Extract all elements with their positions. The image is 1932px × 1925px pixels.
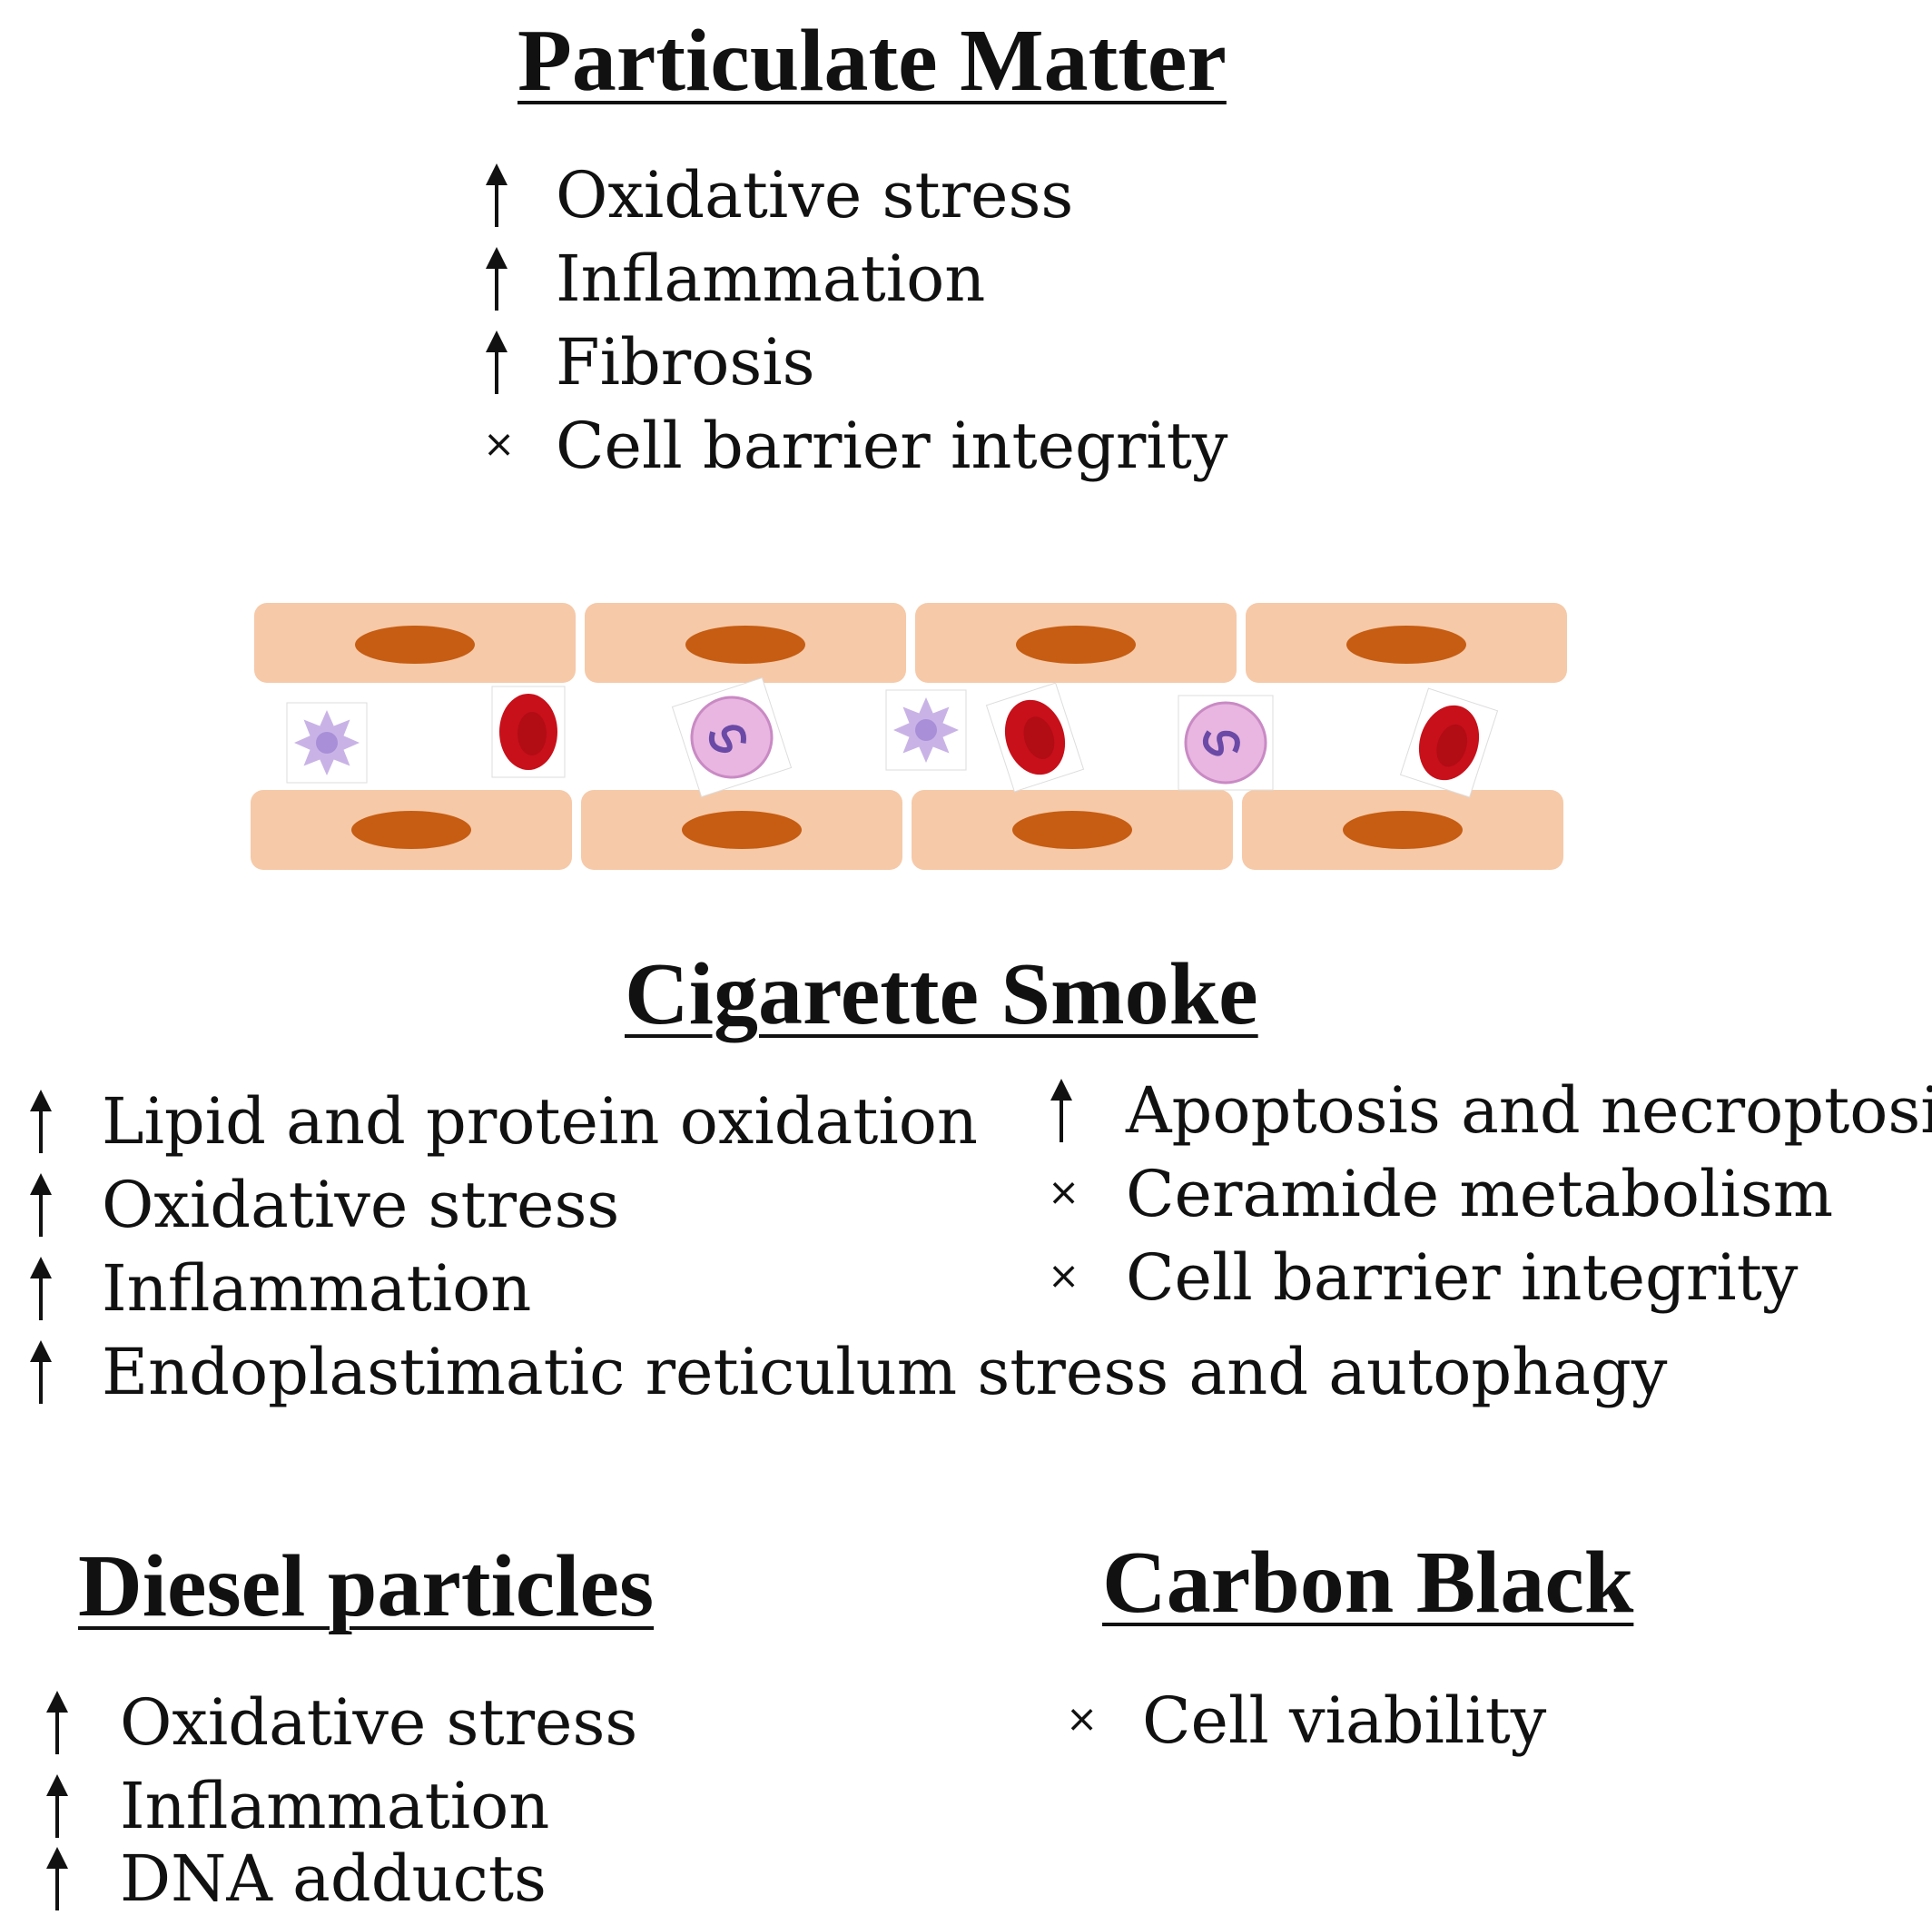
section-title-particulate-matter: Particulate Matter bbox=[518, 12, 1227, 110]
endothelial-cell bbox=[251, 790, 572, 870]
endothelial-cell bbox=[581, 790, 902, 870]
up-arrow-icon bbox=[42, 1843, 73, 1925]
nucleus bbox=[351, 811, 471, 849]
section-title-diesel-particles: Diesel particles bbox=[78, 1537, 655, 1635]
up-arrow-icon bbox=[42, 1687, 73, 1769]
effect-label: Fibrosis bbox=[556, 325, 815, 400]
red-blood-cell-icon bbox=[491, 686, 566, 778]
nucleus bbox=[682, 811, 802, 849]
effect-label: Apoptosis and necroptosis bbox=[1126, 1073, 1932, 1148]
endothelial-cell bbox=[915, 603, 1237, 683]
up-arrow-icon bbox=[42, 1771, 73, 1852]
cross-icon: × bbox=[1048, 1170, 1080, 1214]
nucleus bbox=[1012, 811, 1132, 849]
effect-label: Oxidative stress bbox=[556, 158, 1074, 232]
endothelial-cell bbox=[585, 603, 906, 683]
effect-label: Inflammation bbox=[102, 1251, 532, 1326]
macrophage-icon bbox=[885, 689, 967, 771]
nucleus bbox=[1343, 811, 1463, 849]
effect-label: Cell barrier integrity bbox=[1126, 1240, 1799, 1315]
endothelial-cell bbox=[1242, 790, 1563, 870]
effect-label: Cell barrier integrity bbox=[556, 409, 1228, 483]
up-arrow-icon bbox=[25, 1170, 56, 1251]
effect-label: Oxidative stress bbox=[120, 1685, 638, 1760]
endothelial-cell bbox=[1246, 603, 1567, 683]
effect-label: Lipid and protein oxidation bbox=[102, 1084, 978, 1159]
red-blood-cell-icon bbox=[985, 682, 1085, 793]
effect-label: Cell viability bbox=[1142, 1683, 1547, 1758]
up-arrow-icon bbox=[481, 243, 512, 325]
effect-label: Ceramide metabolism bbox=[1126, 1157, 1834, 1231]
endothelial-cell bbox=[912, 790, 1233, 870]
cross-icon: × bbox=[483, 421, 516, 466]
up-arrow-icon bbox=[481, 327, 512, 409]
red-blood-cell-icon bbox=[1399, 687, 1499, 798]
effect-label: DNA adducts bbox=[120, 1841, 547, 1916]
cross-icon: × bbox=[1048, 1253, 1080, 1298]
section-title-carbon-black: Carbon Black bbox=[1102, 1534, 1634, 1632]
nucleus bbox=[685, 626, 805, 664]
up-arrow-icon bbox=[25, 1253, 56, 1335]
up-arrow-icon bbox=[25, 1337, 56, 1418]
neutrophil-icon bbox=[671, 676, 793, 798]
up-arrow-icon bbox=[1046, 1075, 1077, 1157]
macrophage-icon bbox=[286, 702, 368, 784]
effect-label: Inflammation bbox=[120, 1769, 550, 1843]
nucleus bbox=[1346, 626, 1466, 664]
nucleus bbox=[355, 626, 475, 664]
up-arrow-icon bbox=[25, 1086, 56, 1168]
nucleus bbox=[1016, 626, 1136, 664]
endothelial-cell bbox=[254, 603, 576, 683]
section-title-cigarette-smoke: Cigarette Smoke bbox=[625, 945, 1258, 1043]
effect-label: Endoplastimatic reticulum stress and aut… bbox=[102, 1335, 1668, 1409]
cross-icon: × bbox=[1066, 1696, 1099, 1741]
effect-label: Oxidative stress bbox=[102, 1168, 620, 1242]
neutrophil-icon bbox=[1178, 695, 1274, 791]
effect-label: Inflammation bbox=[556, 242, 986, 316]
up-arrow-icon bbox=[481, 160, 512, 242]
